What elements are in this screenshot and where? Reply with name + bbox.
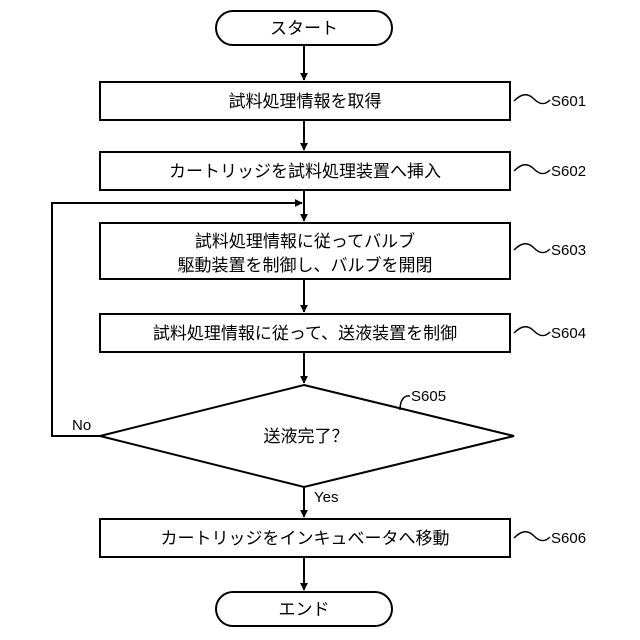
s604-label: 試料処理情報に従って、送液装置を制御 [153, 324, 457, 344]
yes-label: Yes [314, 489, 338, 506]
s602-leader [514, 165, 550, 174]
s602-label: カートリッジを試料処理装置へ挿入 [169, 162, 441, 182]
s603-label-line1: 試料処理情報に従ってバルブ [195, 231, 415, 252]
s603-leader [514, 244, 550, 253]
end-label: エンド [279, 600, 330, 620]
process-s604: 試料処理情報に従って、送液装置を制御 [100, 314, 510, 352]
s601-label: 試料処理情報を取得 [229, 92, 382, 112]
start-node: スタート [216, 11, 392, 45]
s603-label-line2: 駆動装置を制御し、バルブを開閉 [178, 255, 433, 276]
s605-step-label: S605 [411, 388, 446, 405]
s604-leader [514, 327, 550, 336]
no-label: No [72, 417, 91, 434]
process-s606: カートリッジをインキュベータへ移動 [100, 519, 510, 557]
process-s602: カートリッジを試料処理装置へ挿入 [100, 152, 510, 190]
s606-label: カートリッジをインキュベータへ移動 [161, 529, 450, 549]
s606-step-label: S606 [551, 530, 586, 547]
s603-step-label: S603 [551, 242, 586, 259]
process-s603: 試料処理情報に従ってバルブ 駆動装置を制御し、バルブを開閉 [100, 223, 510, 279]
end-node: エンド [216, 592, 392, 626]
s602-step-label: S602 [551, 163, 586, 180]
s601-step-label: S601 [551, 93, 586, 110]
s605-label: 送液完了？ [264, 427, 349, 447]
decision-s605: 送液完了？ [100, 385, 514, 487]
s606-leader [514, 532, 550, 541]
start-label: スタート [270, 19, 338, 39]
s604-step-label: S604 [551, 325, 586, 342]
process-s601: 試料処理情報を取得 [100, 82, 510, 120]
s601-leader [514, 95, 550, 104]
